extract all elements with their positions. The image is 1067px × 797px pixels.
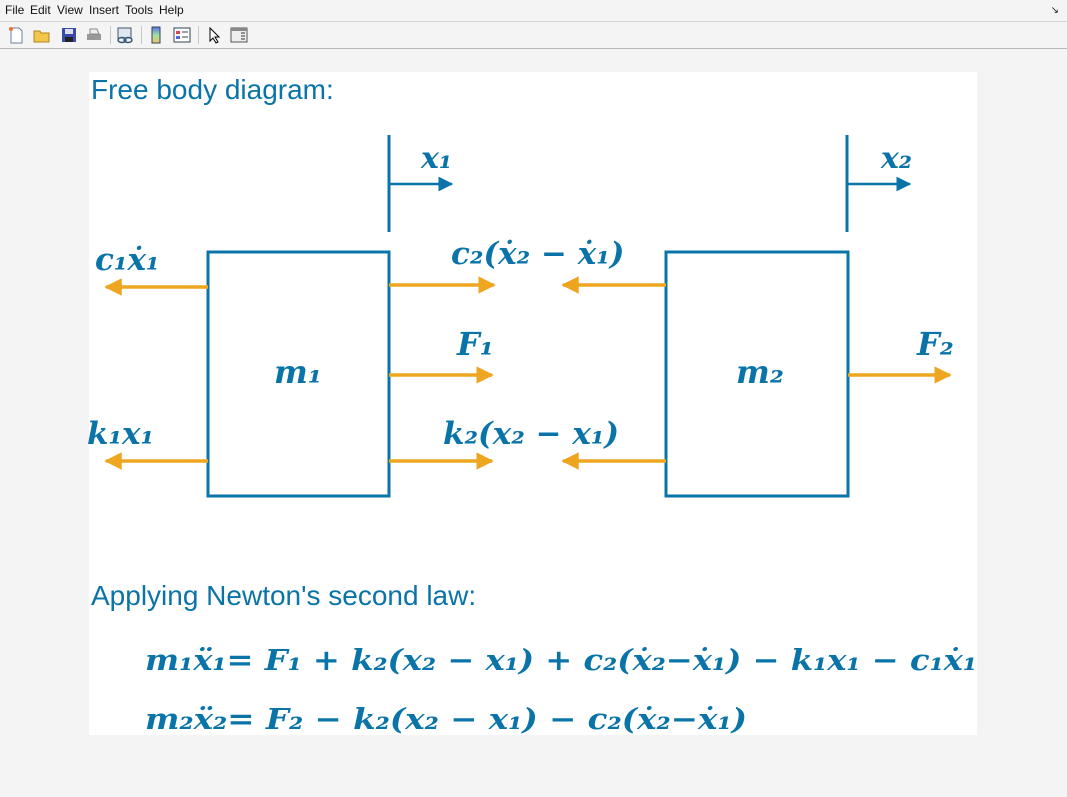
equation-mass1: m₁ẍ₁= F₁ + k₂(x₂ − x₁) + c₂(ẋ₂−ẋ₁) − k₁x…	[145, 643, 977, 677]
force1-label: F₁	[456, 325, 494, 363]
x1-label: x₁	[420, 141, 452, 176]
menu-help[interactable]: Help	[159, 3, 184, 17]
toolbar-separator	[141, 26, 142, 44]
colorbar-icon[interactable]	[147, 26, 165, 44]
menu-insert[interactable]: Insert	[89, 3, 120, 17]
menu-view[interactable]: View	[57, 3, 83, 17]
menu-file[interactable]: File	[5, 3, 25, 17]
menu-edit[interactable]: Edit	[30, 3, 51, 17]
toolbar-separator	[110, 26, 111, 44]
spring2-force-label: k₂(x₂ − x₁)	[443, 416, 619, 452]
open-file-icon[interactable]	[33, 26, 51, 44]
mass1-label: m₁	[274, 353, 322, 391]
menu-bar: File Edit View Insert Tools Help ↘	[0, 0, 1067, 22]
x2-label: x₂	[880, 141, 912, 176]
menu-tools[interactable]: Tools	[125, 3, 154, 17]
legend-icon[interactable]	[173, 26, 191, 44]
mass2-label: m₂	[736, 353, 784, 391]
figure-toolbar	[0, 22, 1067, 49]
toolbar-separator	[198, 26, 199, 44]
spring1-force-label: k₁x₁	[87, 416, 154, 452]
dock-icon[interactable]: ↘	[1050, 5, 1059, 16]
new-figure-icon[interactable]	[7, 26, 25, 44]
print-icon[interactable]	[85, 26, 103, 44]
axes-panel	[89, 72, 977, 735]
damper1-force-label: c₁ẋ₁	[95, 242, 160, 278]
property-inspector-icon[interactable]	[230, 26, 248, 44]
newton-title: Applying Newton's second law:	[91, 580, 476, 611]
fbd-title: Free body diagram:	[91, 74, 334, 105]
save-icon[interactable]	[60, 26, 78, 44]
pointer-icon[interactable]	[205, 26, 223, 44]
link-plot-icon[interactable]	[116, 26, 134, 44]
force2-label: F₂	[916, 325, 954, 363]
equation-mass2: m₂ẍ₂= F₂ − k₂(x₂ − x₁) − c₂(ẋ₂−ẋ₁)	[145, 702, 747, 736]
damper2-force-label: c₂(ẋ₂ − ẋ₁)	[451, 236, 624, 272]
